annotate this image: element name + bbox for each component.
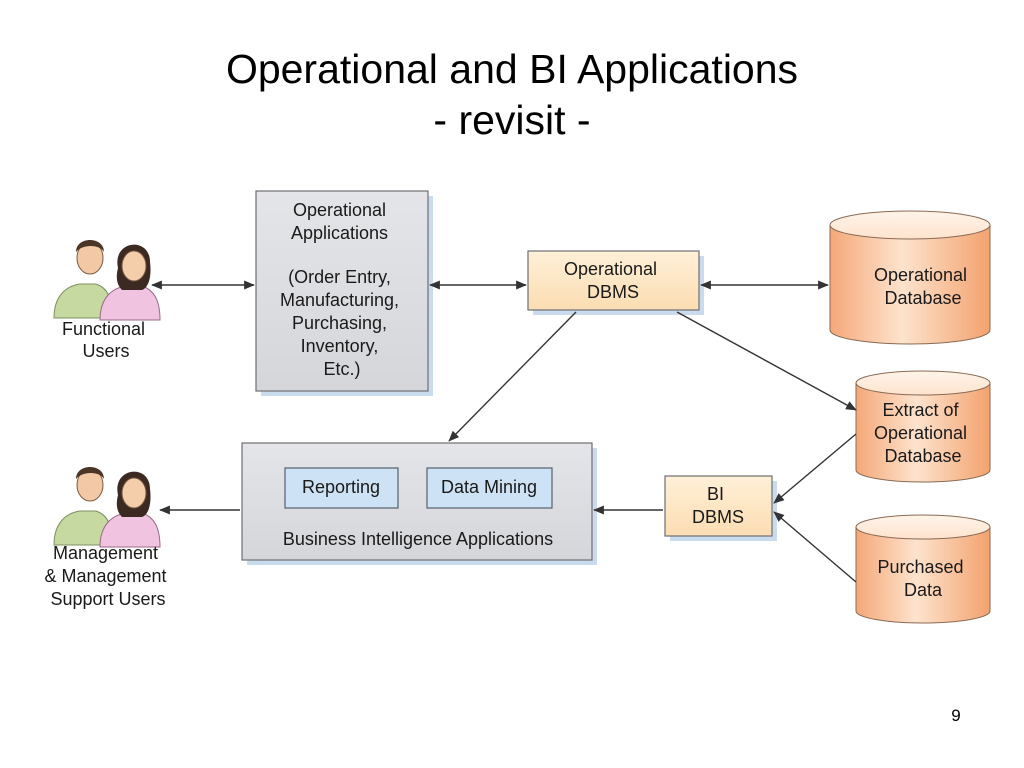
bi-applications-box: Reporting Data Mining Business Intellige… xyxy=(241,442,597,565)
operational-applications-box: Operational Applications (Order Entry, M… xyxy=(255,190,433,396)
functional-users-label: Functional Users xyxy=(62,319,150,361)
arrow-operational-dbms-extract xyxy=(676,311,857,411)
extract-database-text: Extract of Operational Database xyxy=(874,400,972,466)
operational-dbms-text: Operational DBMS xyxy=(564,259,662,302)
purchased-data-text: Purchased Data xyxy=(877,557,968,600)
slide-title: Operational and BI Applications - revisi… xyxy=(0,44,1024,146)
bi-dbms-box: BI DBMS xyxy=(664,475,777,541)
arrow-purchased-bi-dbms xyxy=(773,511,857,583)
arrow-operational-dbms-bi-applications xyxy=(448,311,577,442)
reporting-box xyxy=(284,467,399,509)
reporting-label: Reporting xyxy=(302,477,380,497)
operational-applications-text: Operational Applications (Order Entry, M… xyxy=(280,200,404,379)
data-mining-box xyxy=(426,467,553,509)
functional-users-line-1: Functional xyxy=(62,319,145,339)
arrow-extract-bi-dbms xyxy=(773,433,857,504)
bi-applications-label: Business Intelligence Applications xyxy=(283,529,553,549)
page-number: 9 xyxy=(951,706,961,725)
extract-database-cylinder: Extract of Operational Database xyxy=(855,370,991,483)
data-mining-label: Data Mining xyxy=(441,477,537,497)
slide-title-main: Operational and BI Applications xyxy=(225,46,799,92)
bi-dbms-text: BI DBMS xyxy=(692,484,744,527)
functional-users-line-2: Users xyxy=(82,341,129,361)
operational-database-cylinder: Operational Database xyxy=(829,210,991,345)
management-users-label: Management & Management Support Users xyxy=(44,543,171,609)
management-users-people-icon xyxy=(53,467,161,548)
purchased-data-cylinder: Purchased Data xyxy=(855,514,991,624)
management-users-line-1: Management xyxy=(53,543,158,563)
slide-title-subtitle: - revisit - xyxy=(433,97,591,143)
functional-users-people-icon xyxy=(53,240,161,321)
operational-database-text: Operational Database xyxy=(874,265,972,308)
management-users-line-2: & Management xyxy=(44,566,166,586)
operational-dbms-box: Operational DBMS xyxy=(527,250,704,315)
management-users-line-3: Support Users xyxy=(50,589,165,609)
